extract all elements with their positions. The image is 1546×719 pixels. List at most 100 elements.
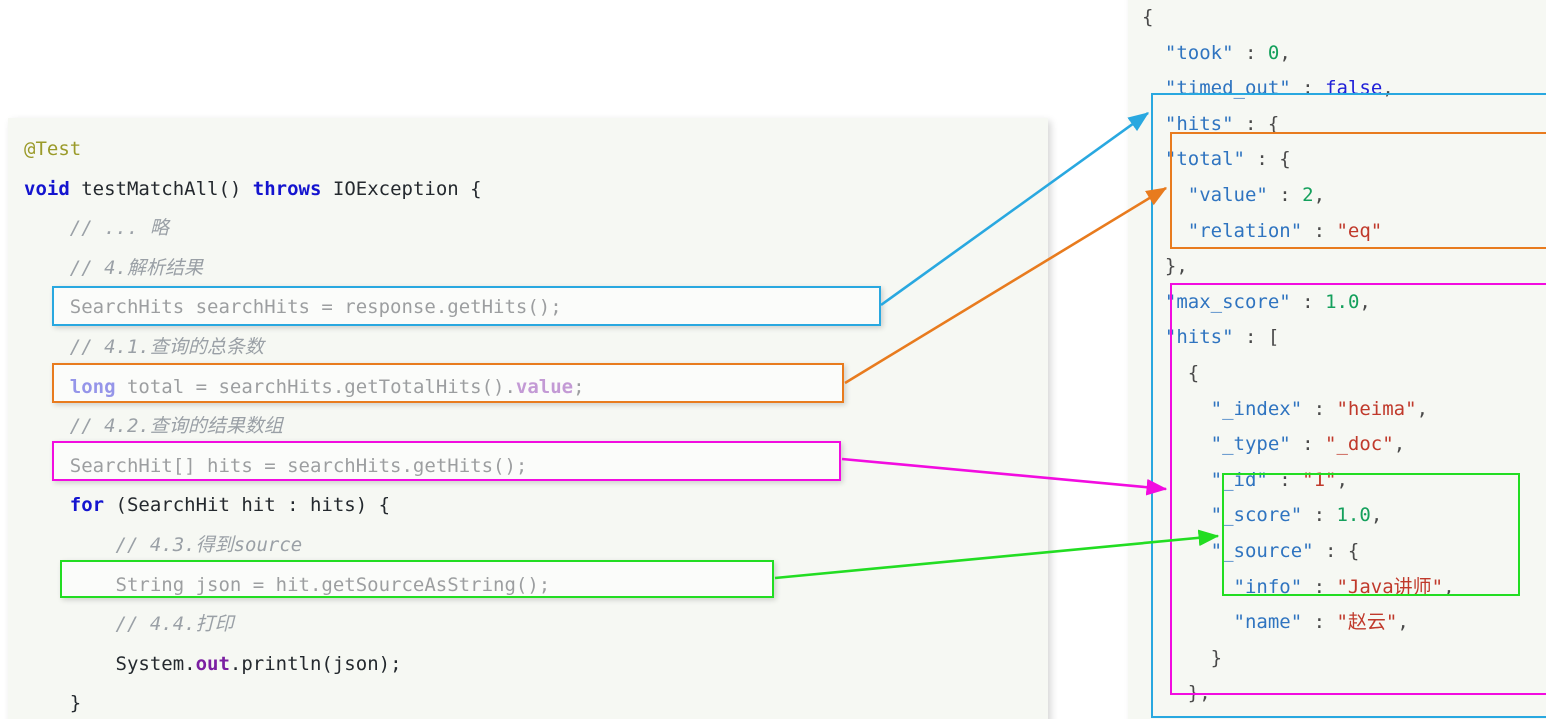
code-token: "total" (1164, 148, 1245, 171)
source-line: String json = hit.getSourceAsString(); (24, 566, 585, 606)
source-line: { (1142, 0, 1455, 36)
source-line: SearchHit[] hits = searchHits.getHits(); (24, 447, 585, 487)
line-indent (1142, 576, 1234, 598)
code-token: { (1187, 361, 1200, 384)
code-token: "Java讲师" (1336, 575, 1444, 598)
source-line: SearchHits searchHits = response.getHits… (24, 288, 585, 328)
code-token: out (195, 652, 230, 675)
source-line: @Test (24, 130, 585, 170)
code-token: { (1142, 6, 1154, 28)
line-indent (1142, 77, 1165, 99)
line-indent (1142, 469, 1211, 491)
code-token: : (1233, 41, 1268, 64)
code-token: "hits" (1164, 326, 1234, 349)
source-line: "relation" : "eq" (1142, 214, 1455, 250)
line-indent (1142, 398, 1211, 420)
code-token: : (1290, 290, 1326, 313)
source-line: // 4.4.打印 (24, 605, 585, 645)
code-token: "info" (1233, 575, 1303, 598)
line-indent (1142, 682, 1188, 704)
source-line: // ... (1142, 712, 1455, 719)
line-indent (24, 257, 70, 279)
code-token: "赵云" (1336, 611, 1398, 634)
source-line: // ... 略 (24, 209, 585, 249)
line-indent (24, 613, 116, 635)
code-token: 1.0 (1336, 504, 1371, 527)
code-token: , (1359, 290, 1371, 313)
source-line: } (24, 684, 585, 719)
code-token: "_type" (1210, 433, 1291, 456)
source-line: long total = searchHits.getTotalHits().v… (24, 368, 585, 408)
code-token: // 4.1.查询的总条数 (69, 335, 264, 358)
line-indent (1142, 42, 1165, 64)
source-line: "info" : "Java讲师", (1142, 570, 1455, 606)
code-token: : { (1244, 148, 1291, 171)
line-indent (24, 494, 70, 516)
line-indent (1142, 540, 1211, 562)
source-line: "value" : 2, (1142, 178, 1455, 214)
code-token: , (1416, 397, 1429, 420)
line-indent (1142, 611, 1234, 633)
code-token: "_source" (1210, 539, 1314, 562)
line-indent (1142, 113, 1165, 135)
code-token: // ... 略 (69, 217, 169, 240)
line-indent (24, 653, 116, 675)
line-indent (1142, 647, 1211, 669)
code-token: "_doc" (1325, 433, 1394, 456)
code-token: : (1302, 575, 1337, 598)
code-token: throws (252, 177, 322, 200)
code-token: void (24, 177, 70, 200)
code-token: : (1302, 397, 1337, 420)
code-token: }, (1164, 255, 1188, 278)
source-line: // 4.2.查询的结果数组 (24, 407, 585, 447)
code-token: // 4.2.查询的结果数组 (69, 415, 283, 438)
code-token: SearchHits searchHits = response.getHits… (69, 296, 562, 319)
code-token: : (1267, 183, 1303, 206)
code-token: : [ (1233, 326, 1280, 349)
code-token: "heima" (1336, 397, 1417, 420)
code-token: } (1210, 646, 1223, 669)
line-indent (24, 296, 70, 318)
source-line: }, (1142, 676, 1455, 712)
code-token: : (1290, 77, 1326, 100)
code-token: testMatchAll() (69, 177, 253, 200)
line-indent (24, 415, 70, 437)
code-token: "1" (1302, 468, 1337, 491)
line-indent (1142, 148, 1165, 170)
code-token: , (1336, 468, 1348, 491)
line-indent (1142, 326, 1165, 348)
code-token: : { (1313, 539, 1360, 562)
line-indent (24, 455, 70, 477)
code-token: "relation" (1187, 219, 1303, 242)
code-token: , (1443, 575, 1455, 598)
source-line: "_type" : "_doc", (1142, 427, 1455, 463)
code-token: }, (1187, 682, 1211, 705)
code-token: IOException { (321, 177, 482, 200)
source-line: { (1142, 356, 1455, 392)
code-token: long (69, 375, 116, 398)
line-indent (24, 534, 116, 556)
source-line: // 4.3.得到source (24, 526, 585, 566)
code-token: "took" (1164, 41, 1234, 64)
code-token: "value" (1187, 183, 1268, 206)
source-line: // 4.1.查询的总条数 (24, 328, 585, 368)
source-line: }, (1142, 249, 1455, 285)
source-line: "name" : "赵云", (1142, 605, 1455, 641)
line-indent (1142, 291, 1165, 313)
code-token: // 4.4.打印 (115, 613, 234, 636)
code-token: SearchHit[] hits = searchHits.getHits(); (69, 454, 528, 477)
source-line: "_index" : "heima", (1142, 392, 1455, 428)
source-line: "took" : 0, (1142, 36, 1455, 72)
code-token: : (1290, 433, 1326, 456)
source-line: "max_score" : 1.0, (1142, 285, 1455, 321)
line-indent (1142, 433, 1211, 455)
code-token: "_index" (1210, 397, 1303, 420)
line-indent (24, 692, 70, 714)
code-token: @Test (24, 138, 82, 160)
code-token: (SearchHit hit : hits) { (104, 494, 391, 517)
json-panel: { "took" : 0, "timed_out" : false, "hits… (1128, 0, 1546, 719)
code-token: ; (573, 375, 585, 398)
code-token: : (1302, 504, 1337, 527)
code-token: "_score" (1210, 504, 1303, 527)
